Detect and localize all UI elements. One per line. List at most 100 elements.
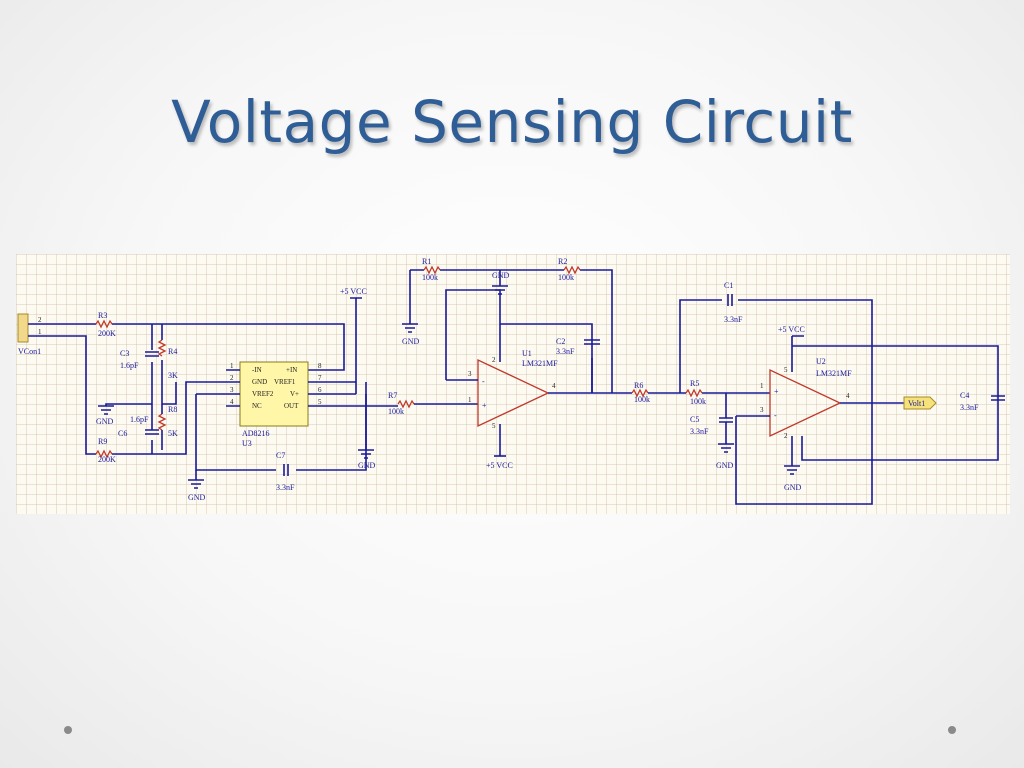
- ground-bottom: GND: [188, 479, 206, 502]
- svg-text:GND: GND: [252, 378, 267, 386]
- svg-text:U3: U3: [242, 439, 252, 448]
- svg-text:GND: GND: [96, 417, 114, 426]
- ic-u3: -IN +IN GND VREF1 VREF2 V+ NC OUT 1 8 2 …: [230, 361, 322, 448]
- svg-text:2: 2: [492, 356, 496, 364]
- svg-text:1: 1: [38, 328, 42, 336]
- svg-text:200K: 200K: [98, 329, 116, 338]
- svg-text:3: 3: [760, 406, 764, 414]
- svg-text:GND: GND: [716, 461, 734, 470]
- svg-text:3K: 3K: [168, 371, 178, 380]
- svg-text:3.3nF: 3.3nF: [724, 315, 743, 324]
- svg-text:4: 4: [846, 392, 850, 400]
- capacitor-c7: C7 3.3nF: [276, 451, 295, 492]
- svg-text:VREF2: VREF2: [252, 390, 274, 398]
- svg-text:GND: GND: [784, 483, 802, 492]
- vcc-u2: +5 VCC: [778, 325, 805, 334]
- svg-text:R2: R2: [558, 257, 567, 266]
- svg-text:2: 2: [784, 432, 788, 440]
- svg-text:+: +: [774, 387, 779, 396]
- svg-text:1.6pF: 1.6pF: [120, 361, 139, 370]
- svg-text:1: 1: [760, 382, 764, 390]
- resistor-r3: R3 200K: [95, 311, 116, 338]
- svg-text:4: 4: [552, 382, 556, 390]
- svg-text:+5 VCC: +5 VCC: [778, 325, 805, 334]
- ground-u3: GND: [358, 394, 376, 470]
- svg-text:4: 4: [230, 398, 234, 406]
- svg-text:-: -: [774, 411, 777, 420]
- svg-text:1: 1: [230, 362, 234, 370]
- resistor-r9: R9 200K: [95, 437, 116, 464]
- svg-text:8: 8: [318, 362, 322, 370]
- capacitor-c3: C3 1.6pF: [120, 349, 159, 370]
- svg-text:GND: GND: [358, 461, 376, 470]
- svg-text:-: -: [482, 377, 485, 386]
- capacitor-c1: C1 3.3nF: [724, 281, 743, 324]
- svg-text:R7: R7: [388, 391, 397, 400]
- svg-text:3: 3: [468, 370, 472, 378]
- svg-text:3.3nF: 3.3nF: [690, 427, 709, 436]
- svg-text:U2: U2: [816, 357, 826, 366]
- svg-text:5: 5: [492, 422, 496, 430]
- resistor-r5: R5 100k: [685, 379, 706, 406]
- svg-text:C1: C1: [724, 281, 733, 290]
- connector-vcon1: VCon1 2 1: [17, 313, 42, 356]
- svg-text:GND: GND: [402, 337, 420, 346]
- svg-text:2: 2: [230, 374, 234, 382]
- svg-text:C3: C3: [120, 349, 129, 358]
- capacitor-c6: 1.6pF C6: [118, 415, 159, 438]
- svg-text:C2: C2: [556, 337, 565, 346]
- opamp-u2: + - U2 LM321MF 1 3 4 5 2: [760, 357, 852, 440]
- output-port-volt1: Volt1: [903, 396, 937, 410]
- svg-text:R5: R5: [690, 379, 699, 388]
- resistor-r4: R4 3K: [157, 339, 178, 380]
- svg-text:V+: V+: [290, 390, 299, 398]
- capacitor-c2: C2 3.3nF: [556, 337, 600, 356]
- slide-dot-left: [64, 726, 72, 734]
- svg-text:R8: R8: [168, 405, 177, 414]
- resistor-r2: R2 100k: [558, 257, 581, 282]
- svg-text:3.3nF: 3.3nF: [276, 483, 295, 492]
- svg-text:R4: R4: [168, 347, 177, 356]
- svg-text:200K: 200K: [98, 455, 116, 464]
- svg-text:LM321MF: LM321MF: [816, 369, 852, 378]
- ground-u1-top: GND: [492, 270, 510, 295]
- resistor-r1: R1 100k: [422, 257, 441, 282]
- svg-text:R3: R3: [98, 311, 107, 320]
- svg-text:R6: R6: [634, 381, 643, 390]
- svg-text:LM321MF: LM321MF: [522, 359, 558, 368]
- svg-text:5K: 5K: [168, 429, 178, 438]
- svg-text:Volt1: Volt1: [908, 399, 925, 408]
- svg-text:1: 1: [468, 396, 472, 404]
- svg-text:5: 5: [318, 398, 322, 406]
- svg-text:100k: 100k: [558, 273, 574, 282]
- circuit-schematic: VCon1 2 1 R3 200K R9 200K C3 1.6pF R4 3K…: [16, 254, 1010, 514]
- slide-title: Voltage Sensing Circuit: [171, 88, 853, 156]
- svg-text:1.6pF: 1.6pF: [130, 415, 149, 424]
- resistor-r7: R7 100k: [388, 391, 415, 416]
- svg-text:2: 2: [38, 316, 42, 324]
- svg-text:100k: 100k: [422, 273, 438, 282]
- svg-text:3.3nF: 3.3nF: [556, 347, 575, 356]
- svg-text:6: 6: [318, 386, 322, 394]
- svg-text:U1: U1: [522, 349, 532, 358]
- ground-u2: GND: [784, 483, 802, 492]
- svg-text:GND: GND: [492, 271, 510, 280]
- vcc-u3: +5 VCC: [340, 287, 367, 304]
- svg-text:C4: C4: [960, 391, 969, 400]
- svg-text:VCon1: VCon1: [18, 347, 41, 356]
- ground-left: GND: [96, 405, 114, 426]
- svg-text:100k: 100k: [388, 407, 404, 416]
- svg-text:+IN: +IN: [286, 366, 297, 374]
- svg-text:NC: NC: [252, 402, 262, 410]
- input-wires: [28, 323, 345, 455]
- svg-text:7: 7: [318, 374, 322, 382]
- opamp-u1: - + U1 LM321MF 3 1 4 2 5: [468, 349, 558, 430]
- svg-text:R9: R9: [98, 437, 107, 446]
- svg-text:+5 VCC: +5 VCC: [340, 287, 367, 296]
- svg-text:-IN: -IN: [252, 366, 262, 374]
- svg-text:OUT: OUT: [284, 402, 299, 410]
- svg-text:100k: 100k: [690, 397, 706, 406]
- svg-text:R1: R1: [422, 257, 431, 266]
- resistor-r8: R8 5K: [157, 405, 178, 438]
- svg-text:3.3nF: 3.3nF: [960, 403, 979, 412]
